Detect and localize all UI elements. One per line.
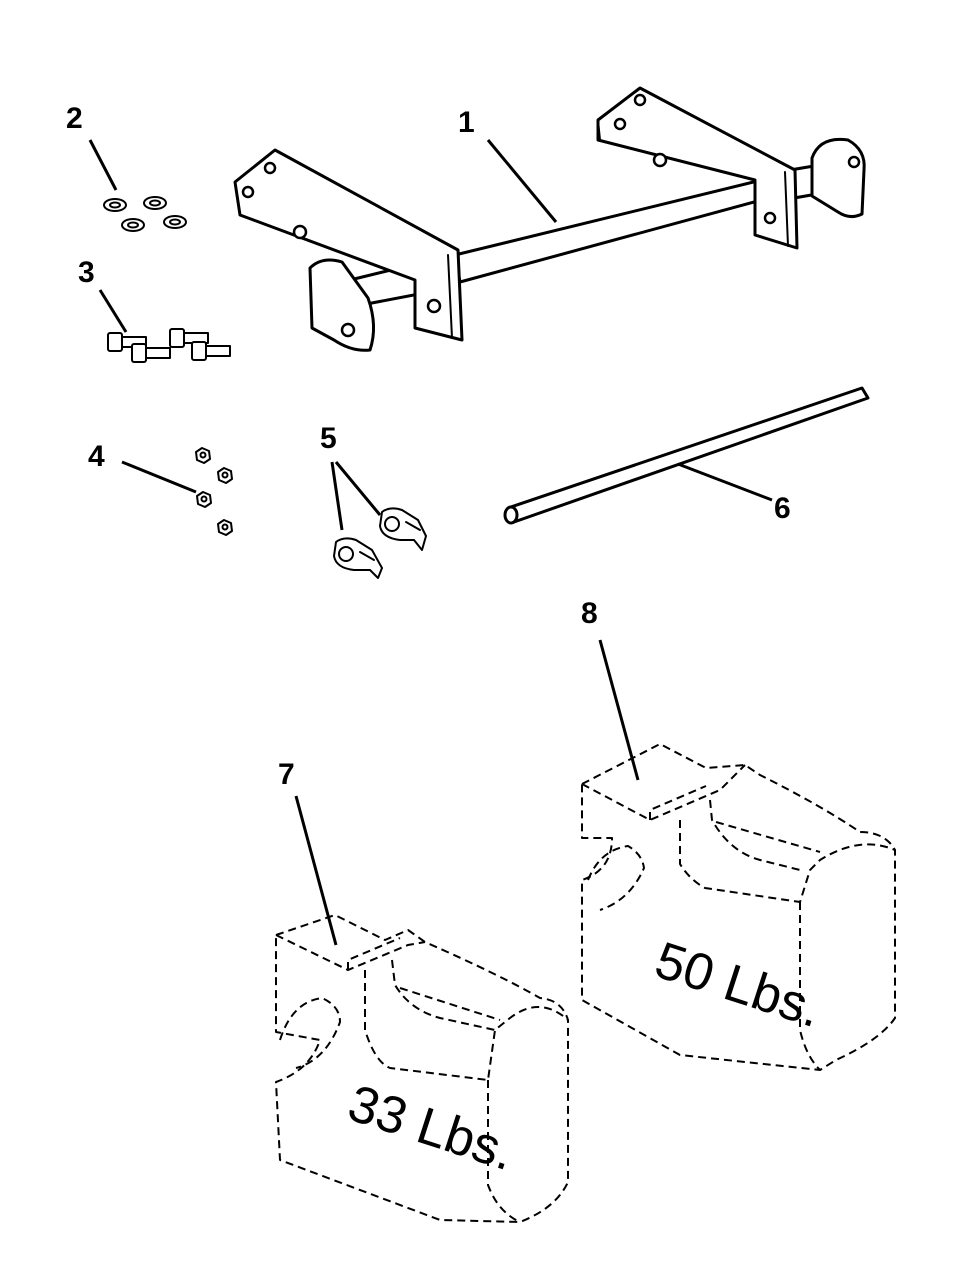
hex-nut-icon [195,447,233,536]
callout-3: 3 [78,256,95,289]
hitch-pin-clip-icon [333,507,427,579]
rod-icon [503,386,870,525]
callout-6: 6 [774,492,791,525]
leader-1 [486,139,558,223]
callout-7: 7 [278,758,295,791]
weight-bracket-frame-icon [233,86,866,352]
weight-50-lbs: 50 Lbs. [581,743,896,1071]
callout-2: 2 [66,102,83,135]
leader-7 [294,795,338,946]
leader-8 [598,639,640,781]
hex-bolt-icon [107,328,231,363]
leader-6 [677,462,773,502]
leader-5a [330,461,344,531]
weight-33-lbs: 33 Lbs. [275,914,569,1223]
callout-1: 1 [458,106,475,139]
callout-4: 4 [88,440,105,473]
leader-2 [88,139,118,191]
callout-labels: 1 2 3 4 5 6 7 8 [66,102,791,791]
callout-8: 8 [581,597,598,630]
leader-3 [98,289,128,333]
leader-lines [88,139,773,946]
lock-washer-icon [103,196,187,232]
leader-4 [121,460,197,494]
leader-5b [334,461,382,516]
callout-5: 5 [320,422,337,455]
